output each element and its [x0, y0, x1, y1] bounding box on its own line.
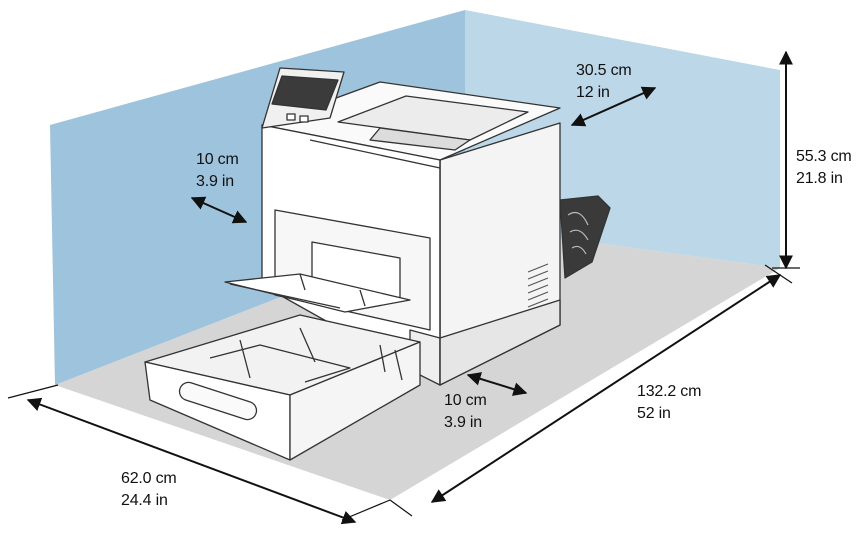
total-depth-arrow — [430, 274, 782, 503]
side-clearance-imperial: 3.9 in — [196, 173, 234, 190]
rear-door-icon — [559, 195, 611, 279]
rear-clearance-arrow — [570, 86, 657, 127]
control-panel-icon — [261, 67, 345, 129]
bypass-tray-icon — [224, 273, 411, 313]
front-clearance-metric: 10 cm — [444, 392, 487, 409]
dimension-arrows — [7, 50, 800, 525]
total-width-label: 62.0 cm 24.4 in — [121, 468, 177, 512]
rear-clearance-label: 30.5 cm 12 in — [576, 60, 632, 104]
total-depth-label: 132.2 cm 52 in — [637, 381, 701, 425]
total-depth-imperial: 52 in — [637, 405, 671, 422]
total-width-arrow — [26, 397, 357, 525]
total-width-imperial: 24.4 in — [121, 492, 168, 509]
height-imperial: 21.8 in — [796, 170, 843, 187]
rear-clearance-imperial: 12 in — [576, 84, 610, 101]
total-depth-metric: 132.2 cm — [637, 383, 702, 400]
side-clearance-label: 10 cm 3.9 in — [196, 149, 239, 193]
height-label: 55.3 cm 21.8 in — [796, 146, 852, 190]
height-metric: 55.3 cm — [796, 148, 852, 165]
side-clearance-metric: 10 cm — [196, 151, 239, 168]
side-clearance-arrow — [190, 196, 248, 224]
front-clearance-imperial: 3.9 in — [444, 414, 482, 431]
front-clearance-label: 10 cm 3.9 in — [444, 390, 487, 434]
total-width-metric: 62.0 cm — [121, 470, 177, 487]
rear-clearance-metric: 30.5 cm — [576, 62, 632, 79]
